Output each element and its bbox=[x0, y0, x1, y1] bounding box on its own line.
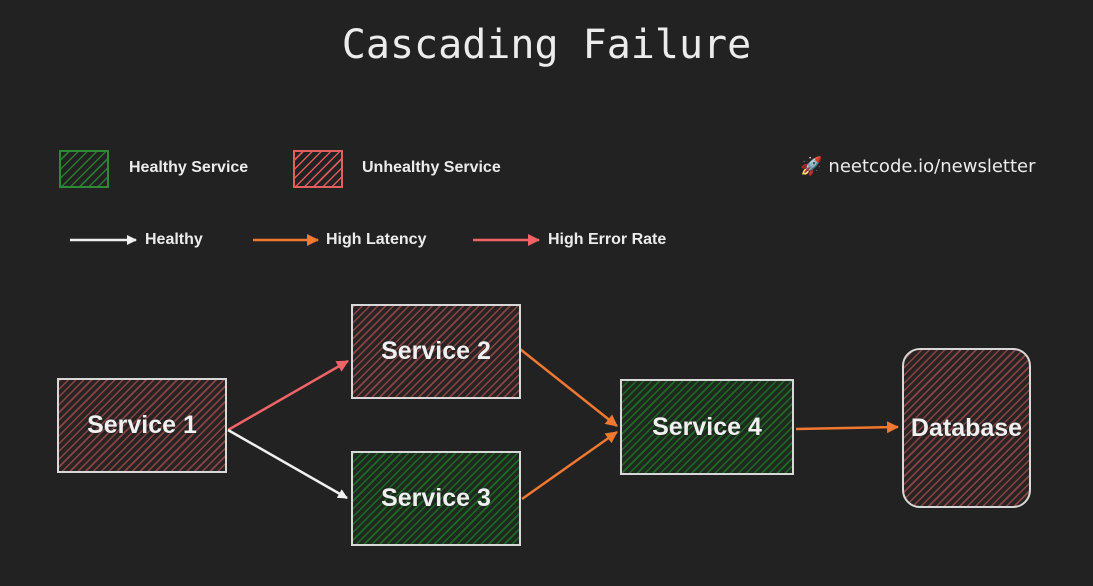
legend-healthy-service-label: Healthy Service bbox=[129, 159, 249, 176]
edge-service1-service2 bbox=[227, 359, 349, 432]
node-database-label: Database bbox=[910, 413, 1023, 442]
rocket-icon: 🚀 bbox=[800, 156, 823, 177]
node-database[interactable]: Database bbox=[902, 348, 1031, 508]
node-service-1[interactable]: Service 1 bbox=[57, 378, 227, 473]
legend-healthy-arrow-label: Healthy bbox=[145, 231, 203, 248]
node-service-4-label: Service 4 bbox=[652, 412, 762, 441]
edge-service4-database bbox=[795, 421, 899, 434]
node-service-4[interactable]: Service 4 bbox=[620, 379, 794, 475]
brand-text: neetcode.io/newsletter bbox=[828, 156, 1036, 177]
legend-unhealthy-service-label: Unhealthy Service bbox=[362, 159, 501, 176]
legend-latency-arrow-label: High Latency bbox=[326, 231, 427, 248]
legend-healthy-swatch bbox=[59, 150, 109, 188]
edge-service1-service3 bbox=[227, 428, 348, 500]
edge-service3-service4 bbox=[521, 430, 618, 501]
brand-link[interactable]: 🚀 neetcode.io/newsletter bbox=[800, 156, 1036, 177]
node-service-2-label: Service 2 bbox=[381, 337, 491, 365]
diagram-title: Cascading Failure bbox=[341, 22, 752, 68]
legend-unhealthy-swatch bbox=[293, 150, 343, 188]
node-service-3-label: Service 3 bbox=[381, 484, 491, 512]
node-service-1-label: Service 1 bbox=[87, 411, 197, 439]
edge-service2-service4 bbox=[519, 348, 618, 427]
node-service-3[interactable]: Service 3 bbox=[351, 451, 521, 546]
legend-error-arrow-label: High Error Rate bbox=[548, 231, 667, 248]
node-service-2[interactable]: Service 2 bbox=[351, 304, 521, 399]
